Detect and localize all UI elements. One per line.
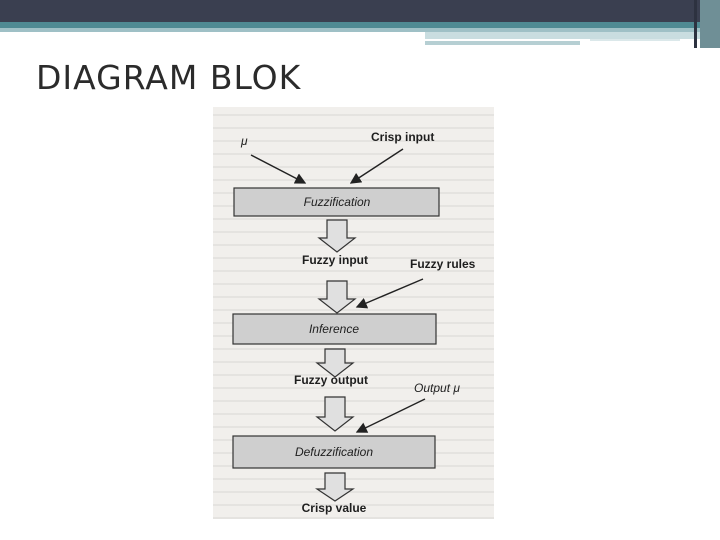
fuzzy-output-label: Fuzzy output xyxy=(294,373,368,387)
slide-title: DIAGRAM BLOK xyxy=(36,58,302,97)
fuzzy-rules-label: Fuzzy rules xyxy=(410,257,476,271)
header-stripe xyxy=(590,39,680,41)
output-mu-arrow xyxy=(355,398,426,433)
crisp-input-label: Crisp input xyxy=(371,130,434,144)
down-arrow-3 xyxy=(315,348,355,378)
mu-input-label: μ xyxy=(240,134,248,148)
inference-block xyxy=(232,313,437,345)
header-corner-line xyxy=(694,0,697,48)
fuzzy-input-label: Fuzzy input xyxy=(302,253,368,267)
block-diagram: μ Crisp input Fuzzification Fuzzy input … xyxy=(232,130,476,515)
inference-label: Inference xyxy=(309,322,359,336)
header-corner-block xyxy=(700,0,720,48)
header-stripe xyxy=(0,28,720,32)
block-diagram-image: μ Crisp input Fuzzification Fuzzy input … xyxy=(213,107,494,519)
header-stripe xyxy=(425,32,720,39)
crisp-input-arrow xyxy=(349,148,404,184)
header-bar xyxy=(0,0,720,22)
crisp-value-label: Crisp value xyxy=(302,501,367,515)
down-arrow-2 xyxy=(317,280,357,314)
down-arrow-1 xyxy=(317,219,357,253)
fuzzification-block xyxy=(233,187,440,217)
down-arrow-5 xyxy=(315,472,355,502)
output-mu-label: Output μ xyxy=(414,381,460,395)
header-stripe xyxy=(425,41,580,45)
down-arrow-4 xyxy=(315,396,355,432)
defuzzification-label: Defuzzification xyxy=(295,445,373,459)
fuzzification-label: Fuzzification xyxy=(304,195,371,209)
defuzzification-block xyxy=(232,435,436,469)
header-stripe xyxy=(0,22,720,28)
mu-arrow xyxy=(250,154,307,184)
fuzzy-rules-arrow xyxy=(355,278,424,309)
